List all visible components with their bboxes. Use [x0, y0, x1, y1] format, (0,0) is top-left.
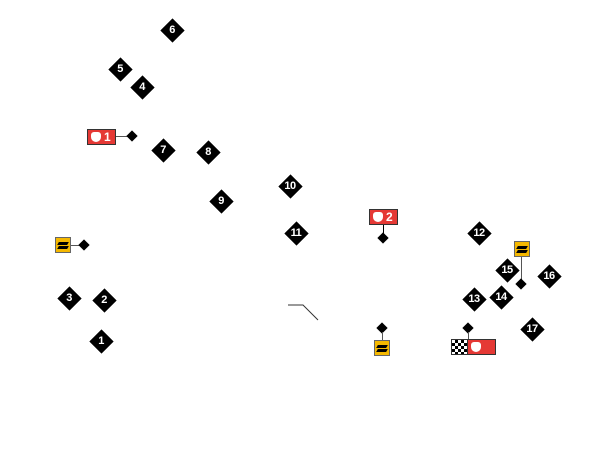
turn-number: 3	[66, 292, 72, 304]
glove-icon	[373, 212, 383, 222]
turn-marker[interactable]: 2	[91, 287, 117, 313]
turn-number: 10	[284, 180, 296, 192]
sector-1-marker[interactable]: 1	[87, 129, 116, 145]
drs-zone-icon[interactable]	[374, 340, 390, 356]
turn-marker[interactable]: 4	[129, 74, 155, 100]
sector-number: 1	[104, 130, 111, 144]
turn-number: 4	[139, 81, 145, 93]
turn-number: 6	[169, 24, 175, 36]
turn-number: 14	[495, 291, 507, 303]
turn-marker[interactable]: 16	[536, 263, 562, 289]
connector-line	[71, 245, 81, 246]
turn-number: 12	[473, 227, 485, 239]
turn-marker[interactable]: 12	[466, 220, 492, 246]
connector-line	[468, 332, 469, 340]
turn-marker[interactable]: 6	[159, 17, 185, 43]
turn-marker[interactable]: 17	[519, 316, 545, 342]
connector-line	[383, 225, 384, 235]
drs-zone-icon[interactable]	[514, 241, 530, 257]
turn-number: 16	[543, 270, 555, 282]
turn-number: 2	[101, 294, 107, 306]
turn-marker[interactable]: 7	[150, 137, 176, 163]
connector-line	[116, 136, 130, 137]
turn-marker[interactable]: 15	[494, 257, 520, 283]
glove-icon	[91, 132, 101, 142]
drs-zone-icon[interactable]	[55, 237, 71, 253]
turn-number: 8	[205, 146, 211, 158]
turn-number: 15	[501, 264, 513, 276]
sector-number: 2	[386, 210, 393, 224]
turn-marker[interactable]: 13	[461, 286, 487, 312]
sector-2-marker[interactable]: 2	[369, 209, 398, 225]
turn-number: 13	[468, 293, 480, 305]
turn-number: 9	[218, 195, 224, 207]
connector-line	[521, 257, 522, 281]
turn-marker[interactable]: 10	[277, 173, 303, 199]
connector-line	[382, 332, 383, 340]
turn-marker[interactable]: 3	[56, 285, 82, 311]
turn-number: 1	[98, 335, 104, 347]
glove-icon	[471, 342, 481, 352]
turn-number: 17	[526, 323, 538, 335]
turn-marker[interactable]: 9	[208, 188, 234, 214]
checkered-flag-icon[interactable]	[451, 339, 468, 355]
turn-marker[interactable]: 5	[107, 56, 133, 82]
turn-marker[interactable]: 11	[283, 220, 309, 246]
turn-marker[interactable]: 8	[195, 139, 221, 165]
turn-number: 5	[117, 63, 123, 75]
turn-marker[interactable]: 1	[88, 328, 114, 354]
turn-number: 7	[160, 144, 166, 156]
start-finish-marker[interactable]	[467, 339, 496, 355]
turn-number: 11	[290, 227, 302, 239]
turn-marker[interactable]: 14	[488, 284, 514, 310]
